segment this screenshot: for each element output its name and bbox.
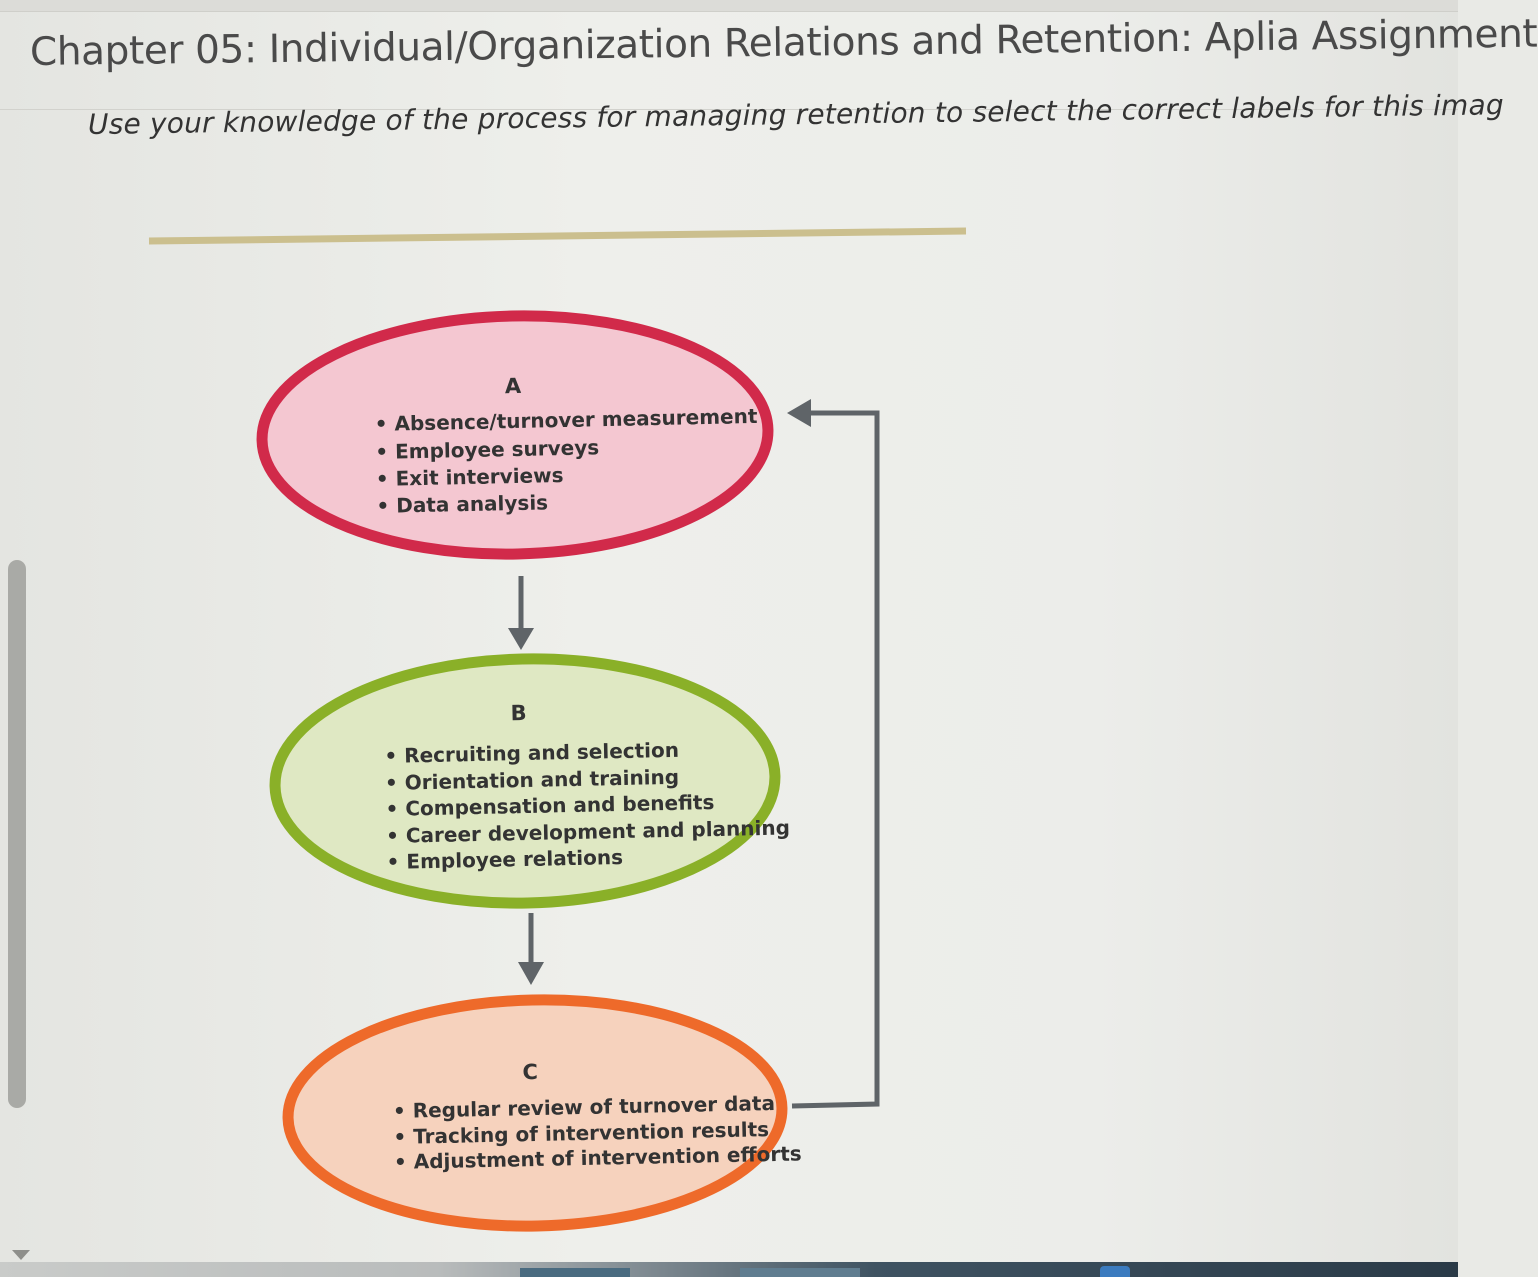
arrow-b-to-c xyxy=(518,913,544,985)
node-c-ellipse xyxy=(282,994,788,1232)
node-b-item: • Employee relations xyxy=(386,845,623,874)
node-a: A • Absence/turnover measurement • Emplo… xyxy=(256,310,774,560)
node-b: B • Recruiting and selection • Orientati… xyxy=(269,653,790,909)
node-b-label: B xyxy=(510,701,527,725)
taskbar-item[interactable] xyxy=(740,1268,860,1277)
node-a-ellipse xyxy=(256,310,774,560)
node-b-ellipse xyxy=(269,653,781,909)
node-a-label: A xyxy=(505,374,522,398)
retention-process-diagram: A • Absence/turnover measurement • Emplo… xyxy=(148,227,967,1232)
browser-top-strip xyxy=(0,0,1458,12)
taskbar-item[interactable] xyxy=(520,1268,630,1277)
figure-rule xyxy=(148,227,967,245)
node-c-label: C xyxy=(522,1060,538,1084)
arrow-a-to-b xyxy=(508,576,534,650)
os-taskbar xyxy=(0,1262,1458,1277)
node-a-item: • Exit interviews xyxy=(376,463,564,491)
node-a-item: • Employee surveys xyxy=(375,435,599,464)
vertical-scrollbar-thumb[interactable] xyxy=(8,560,26,1108)
feedback-arrow-c-to-a xyxy=(787,399,880,1109)
scroll-down-icon[interactable] xyxy=(12,1250,30,1260)
title-bar xyxy=(0,12,1458,110)
node-a-item: • Data analysis xyxy=(376,490,548,518)
taskbar-item[interactable] xyxy=(1100,1266,1130,1277)
node-c: C • Regular review of turnover data • Tr… xyxy=(282,994,802,1232)
